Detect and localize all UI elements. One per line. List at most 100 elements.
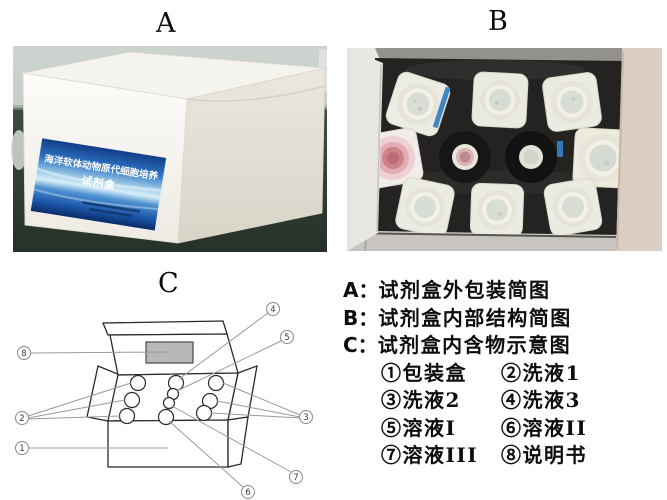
cap-bubble [417,106,422,111]
panel-b-title: B [488,6,508,37]
legend-item: ⑦溶液III [381,443,479,467]
callout-number: 5 [284,333,289,343]
legend-item-row: ③洗液2 ④洗液3 [343,387,665,415]
panel-c-diagram: 8 2 1 4 5 3 7 6 [15,302,313,499]
foam-texture [405,60,585,80]
bottle [543,177,603,237]
callout-bubble-8 [17,346,31,360]
kit-box: 海洋软体动物原代细胞培养 试剂盒 [22,51,326,244]
legend-text: 试剂盒内部结构简图 [378,305,572,330]
box-wall-fold [364,237,367,252]
callout-line-5 [176,340,282,392]
callout-line-6 [168,420,244,488]
callout-number: 2 [19,414,24,424]
bottle-cap-center [560,90,584,114]
callout-bubble-6 [241,485,255,499]
callout-line-2 [27,399,126,419]
callout-bubble-7 [289,470,303,484]
bottle [471,71,529,129]
cap-bubble [413,99,417,103]
callout-bubble-5 [280,330,294,344]
legend-item: ⑧说明书 [501,443,587,467]
callout-number: 7 [293,473,298,483]
small-vial-in-foam-ring [505,131,557,183]
callout-line-2 [27,382,132,417]
label-fine-print-line [89,207,134,218]
bottle [469,182,525,238]
callout-number: 6 [245,488,250,498]
cap-bubble [497,212,502,217]
callout-number: 3 [303,413,308,423]
box-wall-shadow [616,51,624,250]
vial-cap-center [523,149,539,165]
legend-line-a: A：试剂盒外包装简图 [343,277,665,305]
box-wall-shadow [346,232,617,238]
diagram-bottle-circle [195,404,213,422]
diagram-bottle-circle [207,374,225,392]
label-light-streak [36,167,162,192]
legend-item-row: ⑦溶液III ⑧说明书 [343,442,665,470]
legend-key: B： [343,305,379,330]
legend-line-c: C：试剂盒内含物示意图 [343,332,665,360]
box-wall-fold [376,63,382,233]
callout-line-3 [216,400,301,418]
bottle [542,72,602,132]
legend-item-row: ⑤溶液I ⑥溶液II [343,415,665,443]
bottle [385,71,451,137]
bottle-blue-label-strip [432,86,451,129]
callout-line-8 [30,351,171,354]
bottle-cap-center [406,92,430,116]
diagram-callout-lines [27,312,301,488]
callout-number: 8 [21,349,26,359]
callout-line-3 [222,382,301,416]
legend: A：试剂盒外包装简图 B：试剂盒内部结构简图 C：试剂盒内含物示意图 ①包装盒 ②… [343,277,665,470]
legend-item: ⑥溶液II [501,415,588,440]
callout-bubble-2 [15,411,29,425]
bottle-cap-core [387,152,399,164]
photo-a-background-object [11,130,27,170]
callout-bubble-4 [266,302,280,316]
panel-b-photo [346,48,662,252]
diagram-bottle-circle [157,408,175,426]
callout-bubble-3 [299,410,313,424]
bottle-cap-center [486,199,508,221]
legend-item: ③洗液2 [381,388,461,412]
label-fine-print-line [82,201,140,213]
kit-box-lid-edge [186,85,326,102]
diagram-lid-flap [102,320,228,336]
callout-line-3 [210,412,301,419]
diagram-callout-bubbles: 8 2 1 4 5 3 7 6 [15,302,313,499]
legend-text: 试剂盒内含物示意图 [377,333,572,357]
label-light-streak [33,188,159,211]
panel-a-photo: 海洋软体动物原代细胞培养 试剂盒 [11,46,327,252]
panel-c-title: C [158,268,179,299]
bottle [395,177,455,237]
callout-line-2 [27,415,121,420]
cap-bubble [494,100,499,105]
bottle-blue-label-strip [557,141,563,157]
bottle-cap-center [489,89,511,111]
diagram-bottle-circle [162,396,176,410]
bottle-cap-center [589,144,617,172]
bottle [572,127,634,189]
bottle-cap-center [562,196,584,218]
diagram-bottle-circle [123,391,141,409]
box-wall-bottom [347,233,616,251]
box-wall-left [347,48,383,251]
legend-text: 试剂盒外包装简图 [378,278,551,302]
diagram-bottle-circles [118,374,225,426]
legend-item: ①包装盒 [381,360,467,385]
callout-number: 4 [270,305,275,315]
box-wall-right [616,48,662,251]
legend-item: ②洗液1 [501,360,581,385]
legend-key: A： [343,278,379,302]
callout-number: 1 [19,444,24,454]
legend-item: ⑤溶液I [381,415,457,440]
cap-bubble [604,160,610,166]
callout-line-4 [178,312,269,380]
legend-item: ④洗液3 [501,388,581,412]
callout-line-7 [171,405,292,473]
bottle-cap-center [414,196,436,218]
legend-line-b: B：试剂盒内部结构简图 [343,305,665,333]
